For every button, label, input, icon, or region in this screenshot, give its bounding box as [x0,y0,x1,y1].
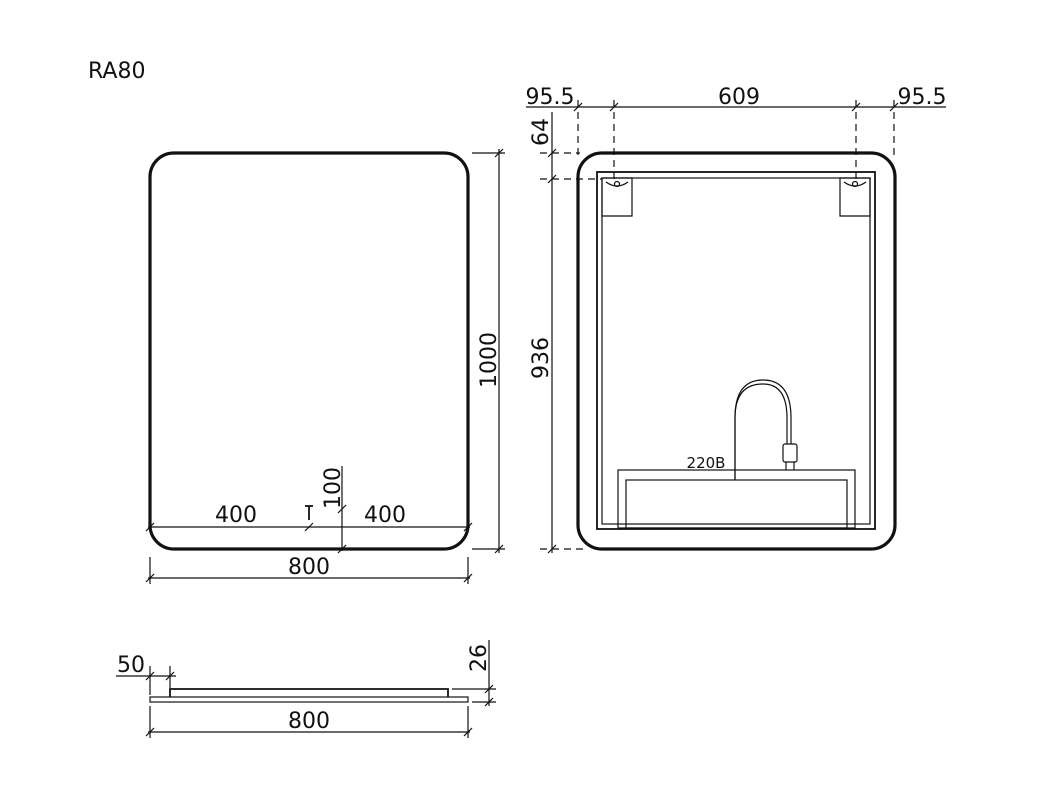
right-margin-label: 95.5 [898,85,947,110]
model-title: RA80 [88,59,145,84]
front-view: 400 400 100 800 1000 [145,148,505,584]
inset-label: 50 [117,653,145,678]
power-driver-box [617,469,856,529]
left-margin-label: 95.5 [526,85,575,110]
top-offset-label: 64 [529,118,554,146]
power-plug-icon [782,443,798,470]
center-span-label: 609 [718,85,760,110]
back-frame [596,171,876,530]
side-glass [149,696,469,703]
mount-height-label: 936 [529,337,554,379]
right-offset-label: 400 [364,503,406,528]
left-offset-label: 400 [215,503,257,528]
front-width-label: 800 [288,555,330,580]
side-width-label: 800 [288,709,330,734]
front-height-label: 1000 [477,332,502,388]
right-bracket [839,177,871,217]
front-mirror-outline [148,151,470,551]
side-frame [169,688,449,697]
left-bracket [601,177,633,217]
back-view: 220В 95.5 609 95.5 64 936 [526,85,947,554]
back-mirror-outline [576,151,897,551]
thickness-label: 26 [467,644,492,672]
side-view: 50 26 800 [116,640,496,738]
power-label: 220В [687,454,726,472]
sensor-height-label: 100 [321,467,346,509]
